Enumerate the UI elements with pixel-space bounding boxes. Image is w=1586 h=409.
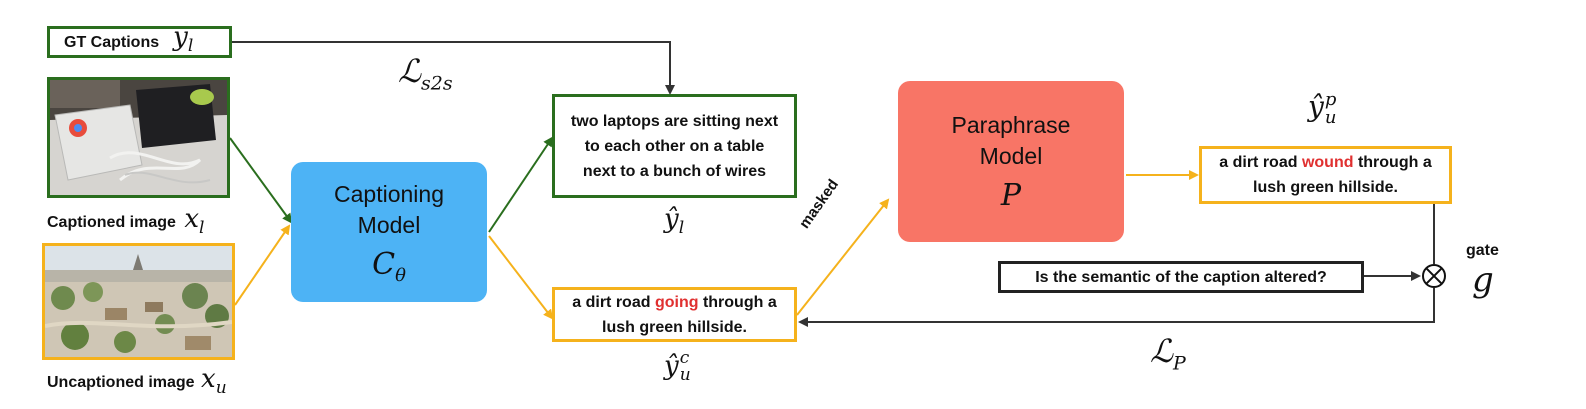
gate-label: gate — [1466, 242, 1499, 259]
captioning-model-symbol: Cθ — [372, 246, 406, 286]
unlabeled-caption-text: a dirt road going through a lush green h… — [572, 293, 777, 336]
labeled-caption-symbol: ŷl — [664, 204, 685, 239]
landscape-photo-icon — [45, 246, 232, 357]
paraphrase-model-block: Paraphrase Model P — [898, 81, 1124, 242]
captioned-image — [47, 77, 230, 198]
labeled-caption-text: two laptops are sitting next to each oth… — [570, 112, 779, 180]
semantic-question-box: Is the semantic of the caption altered? — [998, 261, 1364, 293]
labeled-caption-box: two laptops are sitting next to each oth… — [552, 94, 797, 198]
gate-operator-icon — [1422, 264, 1446, 288]
paraphrased-caption-text: a dirt road wound through a lush green h… — [1219, 154, 1432, 196]
gt-captions-box: GT Captions yl — [47, 21, 232, 58]
captioning-model-block: Captioning Model Cθ — [291, 162, 487, 302]
loss-p: ℒP — [1150, 332, 1186, 375]
uncaptioned-image-arrow — [234, 224, 291, 306]
gt-to-caption-arrow — [232, 41, 675, 95]
paraphrase-model-line2: Model — [979, 143, 1043, 169]
captioning-model-line1: Captioning — [334, 180, 444, 207]
gate-symbol: g — [1472, 260, 1494, 300]
captioning-model-line2: Model — [357, 211, 421, 238]
semantic-question-text: Is the semantic of the caption altered? — [1035, 268, 1327, 286]
model-to-unlabeled-arrow — [488, 235, 554, 320]
laptops-photo-icon — [50, 80, 227, 195]
unlabeled-caption-highlight: going — [654, 293, 699, 311]
gt-captions-symbol: yl — [173, 21, 194, 57]
model-to-labeled-arrow — [488, 136, 554, 233]
captioned-image-arrow — [229, 137, 293, 224]
masked-arrow — [796, 198, 890, 316]
paraphrase-model-symbol: P — [1000, 178, 1022, 213]
paraphrase-model-line1: Paraphrase — [951, 112, 1071, 138]
gate-feedback-arrow — [798, 288, 1435, 327]
paraphrased-caption-highlight: wound — [1301, 154, 1354, 171]
paraphrased-caption-box: a dirt road wound through a lush green h… — [1199, 146, 1452, 204]
gt-captions-label: GT Captions — [64, 33, 160, 51]
captioned-image-caption: Captioned image xl — [47, 204, 205, 239]
unlabeled-caption-box: a dirt road going through a lush green h… — [552, 287, 797, 342]
uncaptioned-image-caption: Uncaptioned image xu — [47, 364, 227, 399]
loss-s2s: ℒs2s — [398, 52, 453, 95]
uncaptioned-image — [42, 243, 235, 360]
